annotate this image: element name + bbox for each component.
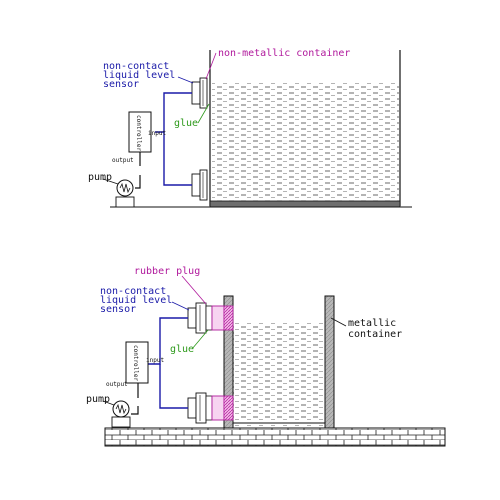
output-label: output xyxy=(106,381,128,388)
container-base xyxy=(209,200,401,208)
non-metallic-container xyxy=(209,50,401,208)
liquid-fill xyxy=(233,322,325,426)
pump-leader xyxy=(102,178,119,185)
liquid-fill xyxy=(212,82,399,204)
sensor-label-line1: non-contact xyxy=(103,61,169,72)
sensor-label-line1: non-contact xyxy=(100,286,166,297)
container-label-line2: container xyxy=(348,329,402,340)
container-leader xyxy=(330,317,347,327)
pump-leader xyxy=(102,400,115,406)
pump-wires xyxy=(135,152,141,189)
glue-leader xyxy=(191,329,209,350)
sensor-label-line3: sensor xyxy=(100,304,136,315)
sensor-label-line2: liquid level xyxy=(100,295,172,306)
sensor-wires xyxy=(148,317,188,409)
plug-leader xyxy=(181,275,207,305)
level-sensor-upper xyxy=(191,77,208,109)
level-sensor-lower xyxy=(187,392,234,424)
pump-wires xyxy=(131,383,139,415)
level-sensor-upper xyxy=(187,302,234,334)
sensor-label-line3: sensor xyxy=(103,79,139,90)
container-label-line1: metallic xyxy=(348,318,396,329)
brick-foundation xyxy=(104,427,446,447)
output-label: output xyxy=(112,157,134,164)
rubber-plug xyxy=(211,395,225,421)
input-label: input xyxy=(148,130,166,137)
glue-label: glue xyxy=(170,344,194,355)
container-label: non-metallic container xyxy=(218,48,350,59)
sensor-wires xyxy=(155,92,192,186)
plug-label: rubber plug xyxy=(134,266,200,277)
bottom-diagram: controller input output pump rubber plug… xyxy=(86,266,446,447)
level-sensor-lower xyxy=(191,169,208,201)
glue-label: glue xyxy=(174,118,198,129)
metallic-container xyxy=(223,295,335,429)
sensor-leader xyxy=(171,301,190,311)
controller-box: controller xyxy=(128,111,152,153)
controller-label: controller xyxy=(135,115,142,152)
input-label: input xyxy=(146,357,164,364)
pump-label: pump xyxy=(86,394,110,405)
glue-leader xyxy=(197,103,210,124)
controller-box: controller xyxy=(125,341,149,384)
pump-icon xyxy=(111,400,131,428)
controller-label: controller xyxy=(132,345,139,382)
container-wall-right xyxy=(324,295,335,429)
container-leader xyxy=(205,52,217,80)
container-wall-left xyxy=(223,295,234,429)
top-diagram: controller input output pump non-contact… xyxy=(88,48,412,208)
rubber-plug xyxy=(211,305,225,331)
sensor-label-line2: liquid level xyxy=(103,70,175,81)
sensor-leader xyxy=(177,76,194,84)
pump-icon xyxy=(115,179,135,208)
pump-label: pump xyxy=(88,172,112,183)
